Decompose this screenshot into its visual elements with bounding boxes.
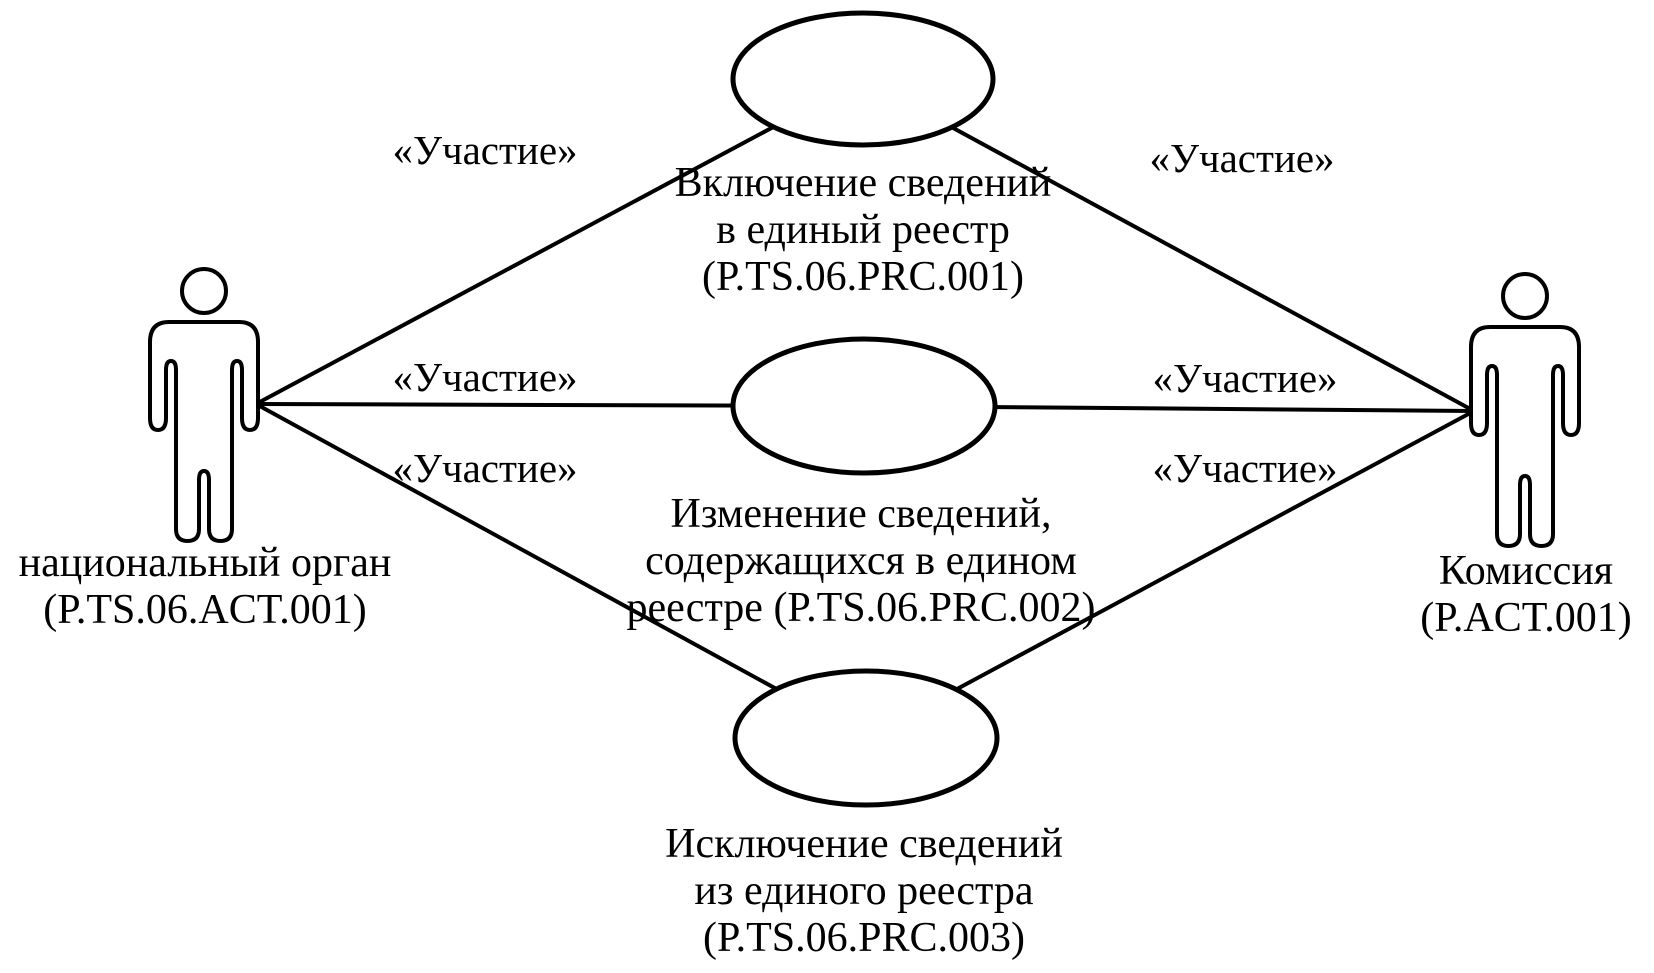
- use-case-3-label-line1: Исключение сведений: [665, 821, 1063, 867]
- use-case-3-label: Исключение сведений из единого реестра (…: [665, 821, 1063, 962]
- use-case-1-label: Включение сведений в единый реестр (P.TS…: [675, 160, 1052, 301]
- stereotype-label-left-middle: «Участие»: [392, 354, 578, 400]
- actor-right-code: (P.ACT.001): [1420, 595, 1632, 641]
- use-case-3-label-line3: (P.TS.06.PRC.003): [702, 915, 1026, 961]
- association-line-left-top: [254, 77, 865, 406]
- association-line-left-bottom: [254, 402, 868, 740]
- use-case-3-label-line2: из единого реестра: [694, 868, 1034, 914]
- actor-left-name: национальный орган: [18, 540, 392, 586]
- stereotype-label-left-top: «Участие»: [392, 127, 578, 173]
- use-case-1-label-line3: (P.TS.06.PRC.001): [701, 254, 1025, 300]
- association-line-right-bottom: [864, 409, 1476, 740]
- use-case-1-label-line2: в единый реестр: [716, 207, 1010, 253]
- stereotype-label-right-bottom: «Участие»: [1152, 445, 1338, 491]
- actor-left-figure: [148, 267, 260, 543]
- use-case-1-label-line1: Включение сведений: [674, 160, 1052, 206]
- stereotype-label-left-bottom: «Участие»: [392, 445, 578, 491]
- use-case-ellipse-2: [730, 336, 998, 476]
- association-lines: [254, 77, 1476, 740]
- actor-left-label: национальный орган (P.TS.06.ACT.001): [19, 540, 392, 634]
- use-case-ellipse-1: [730, 10, 996, 148]
- actor-left-code: (P.TS.06.ACT.001): [43, 587, 367, 633]
- use-case-2-label-line2: содержащихся в едином: [645, 538, 1077, 584]
- stereotype-label-right-top: «Участие»: [1149, 135, 1335, 181]
- actor-right-name: Комиссия: [1438, 548, 1614, 594]
- actor-right-label: Комиссия (P.ACT.001): [1420, 548, 1632, 642]
- use-case-ellipse-3: [732, 668, 1000, 808]
- use-case-2-label: Изменение сведений, содержащихся в едино…: [626, 491, 1095, 632]
- use-case-2-label-line3: реестре (P.TS.06.PRC.002): [626, 585, 1096, 631]
- actor-right-figure: [1469, 272, 1581, 548]
- use-case-2-label-line1: Изменение сведений,: [670, 491, 1052, 537]
- use-case-ellipses: [730, 10, 1000, 808]
- stereotype-label-right-middle: «Участие»: [1152, 355, 1338, 401]
- association-line-right-top: [861, 77, 1476, 413]
